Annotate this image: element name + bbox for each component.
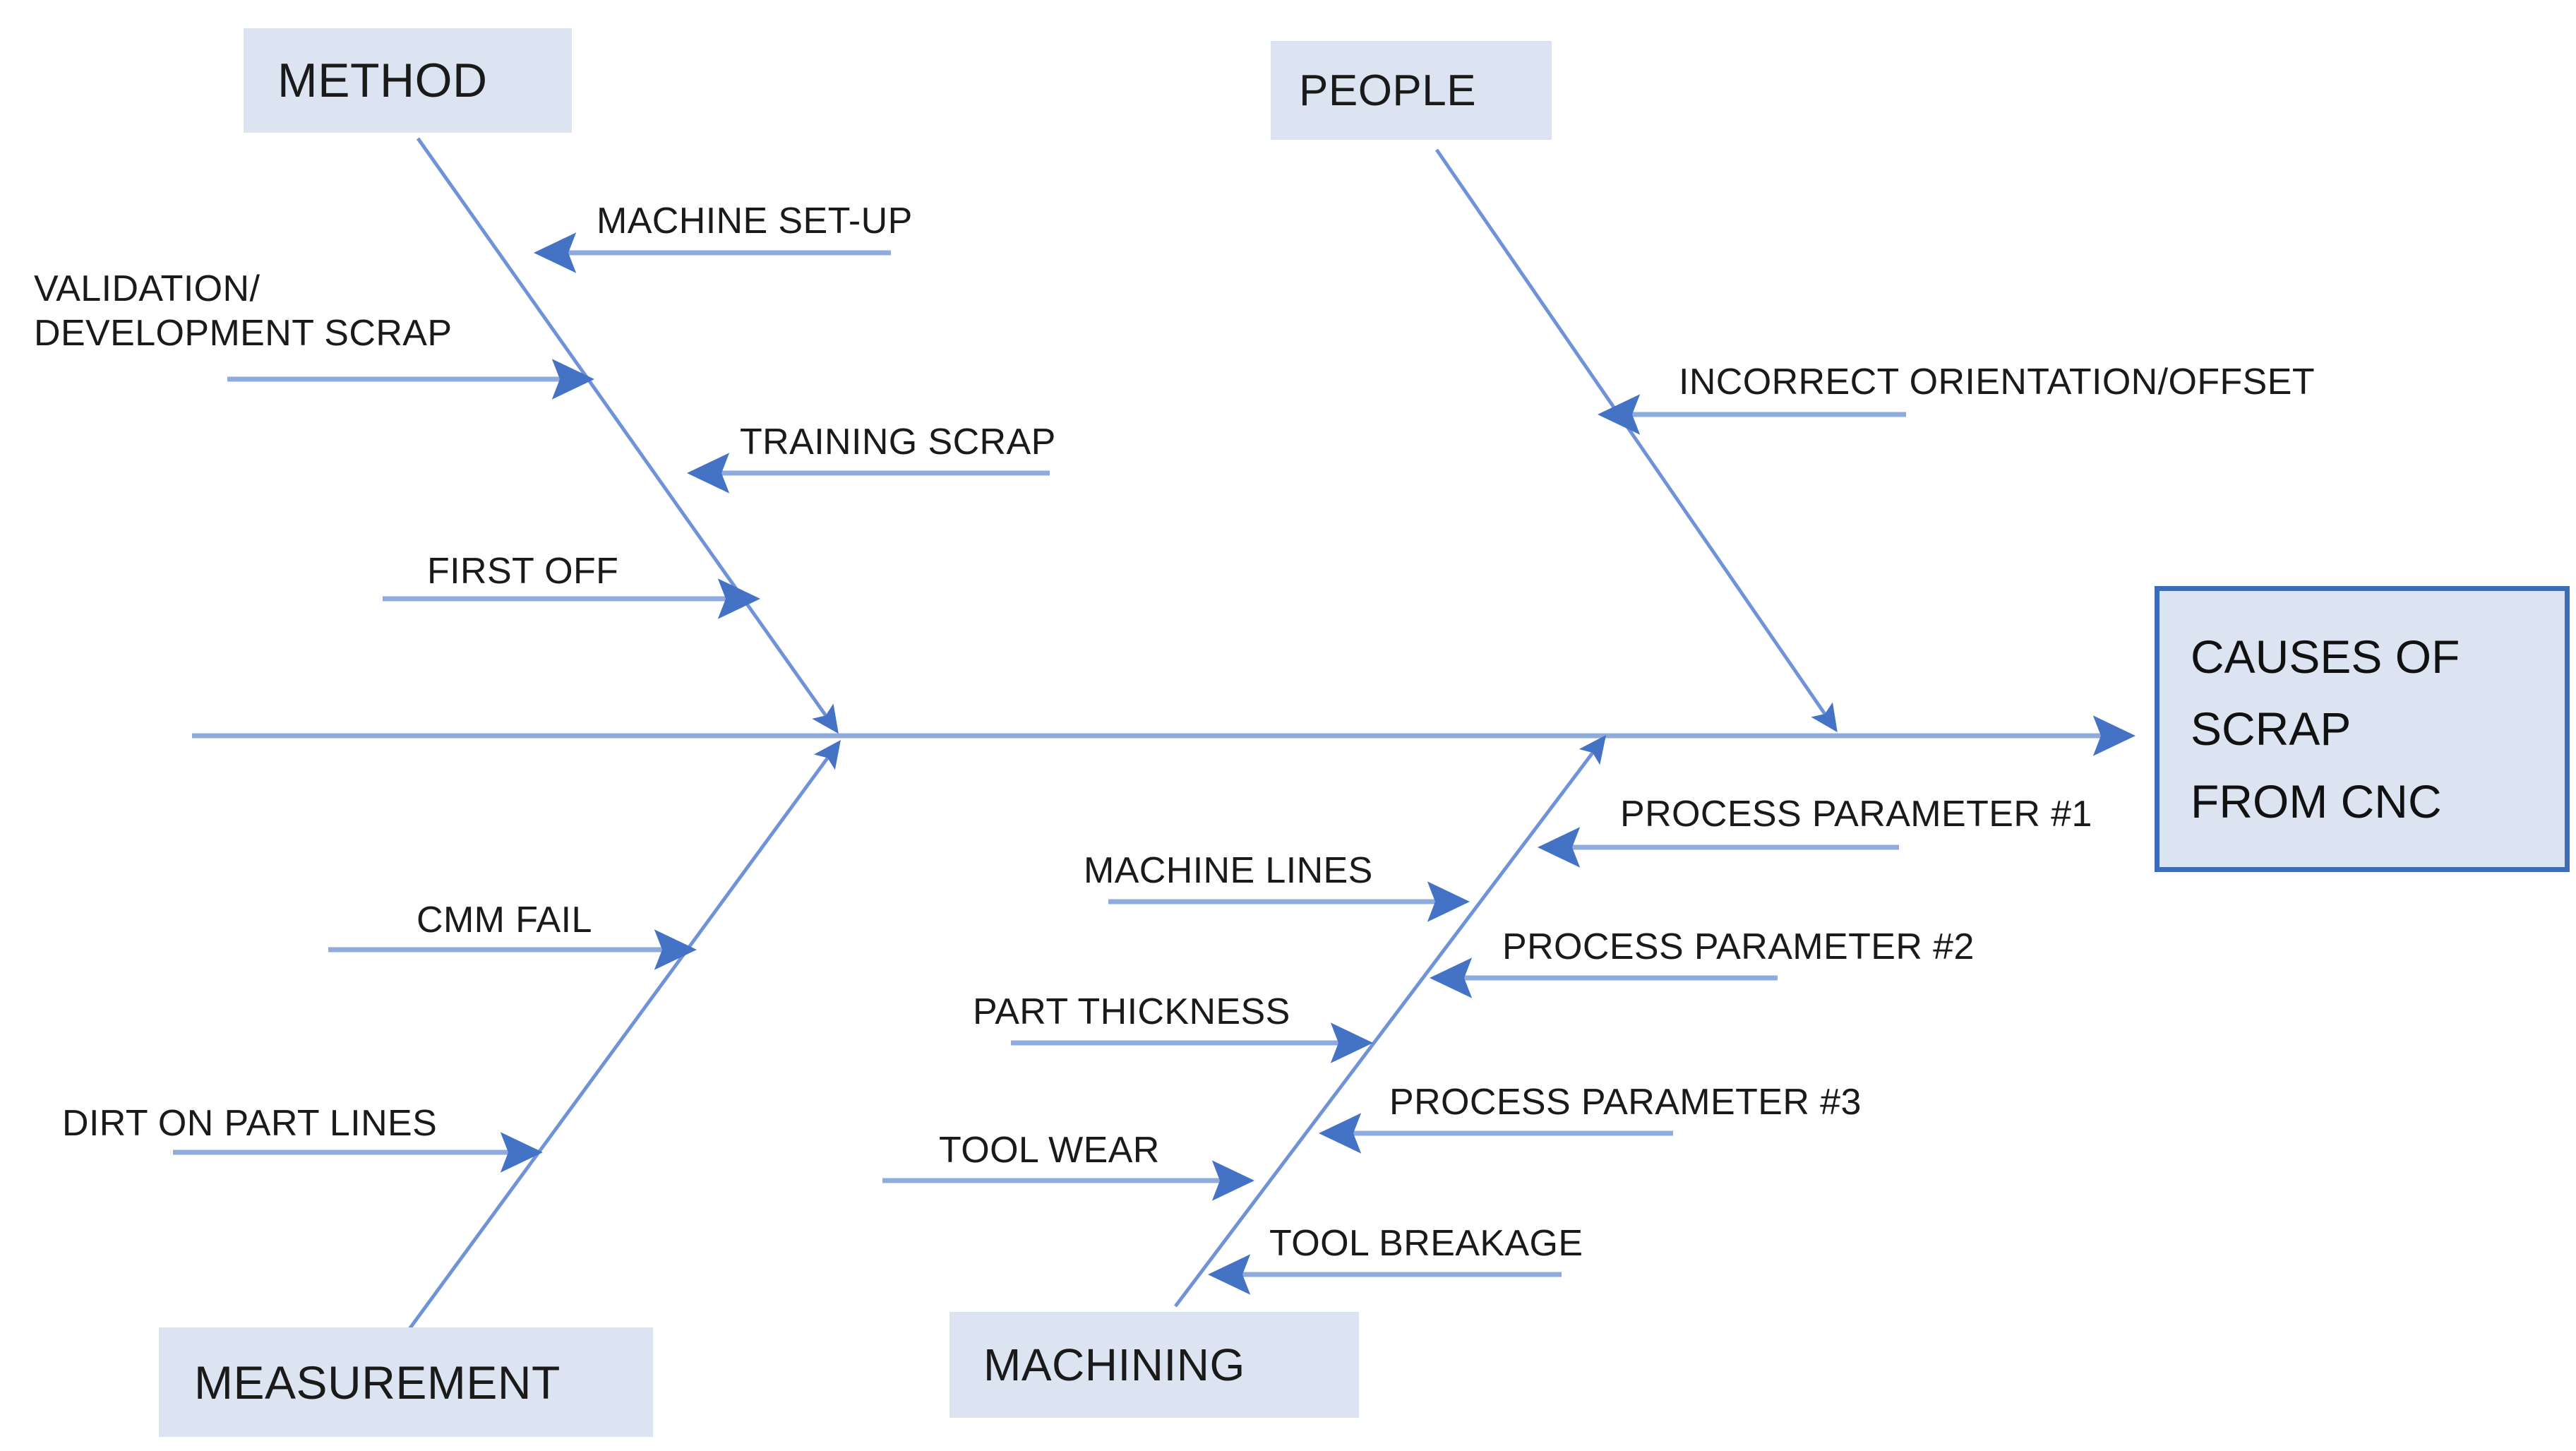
effect-head-box[interactable]: CAUSES OF SCRAP FROM CNC — [2155, 586, 2570, 872]
bone-machining — [1174, 735, 1607, 1308]
cause-label-part-thickness[interactable]: PART THICKNESS — [973, 990, 1290, 1034]
head-line-3: FROM CNC — [2191, 775, 2442, 828]
cause-label-process-parameter-1[interactable]: PROCESS PARAMETER #1 — [1620, 792, 2092, 837]
bone-measurement — [407, 739, 841, 1330]
cause-text-tool-breakage: TOOL BREAKAGE — [1269, 1223, 1583, 1264]
cause-text-training-scrap: TRAINING SCRAP — [740, 422, 1056, 462]
cause-label-incorrect-orientation-offset[interactable]: INCORRECT ORIENTATION/OFFSET — [1679, 360, 2315, 405]
cause-label-cmm-fail[interactable]: CMM FAIL — [417, 898, 592, 943]
category-label-measurement: MEASUREMENT — [194, 1356, 561, 1409]
cause-text-process-parameter-3: PROCESS PARAMETER #3 — [1389, 1082, 1862, 1123]
cause-label-tool-breakage[interactable]: TOOL BREAKAGE — [1269, 1222, 1583, 1266]
category-label-method: METHOD — [277, 54, 488, 107]
cause-text-machine-setup: MACHINE SET-UP — [597, 201, 913, 241]
cause-label-process-parameter-2[interactable]: PROCESS PARAMETER #2 — [1502, 925, 1975, 969]
head-line-1: CAUSES OF — [2191, 631, 2460, 683]
cause-text-validation-line1: VALIDATION/ — [34, 268, 260, 309]
cause-label-validation-development-scrap[interactable]: VALIDATION/ DEVELOPMENT SCRAP — [34, 267, 542, 357]
cause-text-process-parameter-2: PROCESS PARAMETER #2 — [1502, 926, 1975, 967]
cause-label-process-parameter-3[interactable]: PROCESS PARAMETER #3 — [1389, 1080, 1862, 1125]
head-line-2: SCRAP — [2191, 703, 2352, 756]
cause-text-part-thickness: PART THICKNESS — [973, 991, 1290, 1032]
cause-text-incorrect-orientation-offset: INCORRECT ORIENTATION/OFFSET — [1679, 362, 2315, 402]
cause-text-validation-line2: DEVELOPMENT SCRAP — [34, 313, 453, 354]
cause-text-tool-wear: TOOL WEAR — [939, 1130, 1160, 1171]
cause-text-dirt-on-part-lines: DIRT ON PART LINES — [62, 1103, 438, 1144]
cause-text-first-off: FIRST OFF — [427, 551, 619, 592]
category-box-method[interactable]: METHOD — [244, 28, 572, 133]
cause-text-process-parameter-1: PROCESS PARAMETER #1 — [1620, 794, 2092, 835]
cause-label-machine-lines[interactable]: MACHINE LINES — [1084, 849, 1373, 893]
bone-method — [416, 137, 839, 734]
category-label-people: PEOPLE — [1299, 66, 1477, 115]
category-box-people[interactable]: PEOPLE — [1271, 41, 1552, 140]
bone-people — [1434, 148, 1838, 733]
cause-label-machine-setup[interactable]: MACHINE SET-UP — [597, 199, 913, 244]
category-box-measurement[interactable]: MEASUREMENT — [159, 1327, 653, 1437]
cause-text-cmm-fail: CMM FAIL — [417, 900, 592, 941]
category-box-machining[interactable]: MACHINING — [949, 1312, 1359, 1418]
category-label-machining: MACHINING — [983, 1339, 1245, 1390]
cause-label-tool-wear[interactable]: TOOL WEAR — [939, 1128, 1160, 1173]
cause-text-machine-lines: MACHINE LINES — [1084, 850, 1373, 891]
cause-label-dirt-on-part-lines[interactable]: DIRT ON PART LINES — [62, 1101, 437, 1146]
cause-label-training-scrap[interactable]: TRAINING SCRAP — [740, 420, 1056, 465]
cause-label-first-off[interactable]: FIRST OFF — [427, 549, 618, 594]
